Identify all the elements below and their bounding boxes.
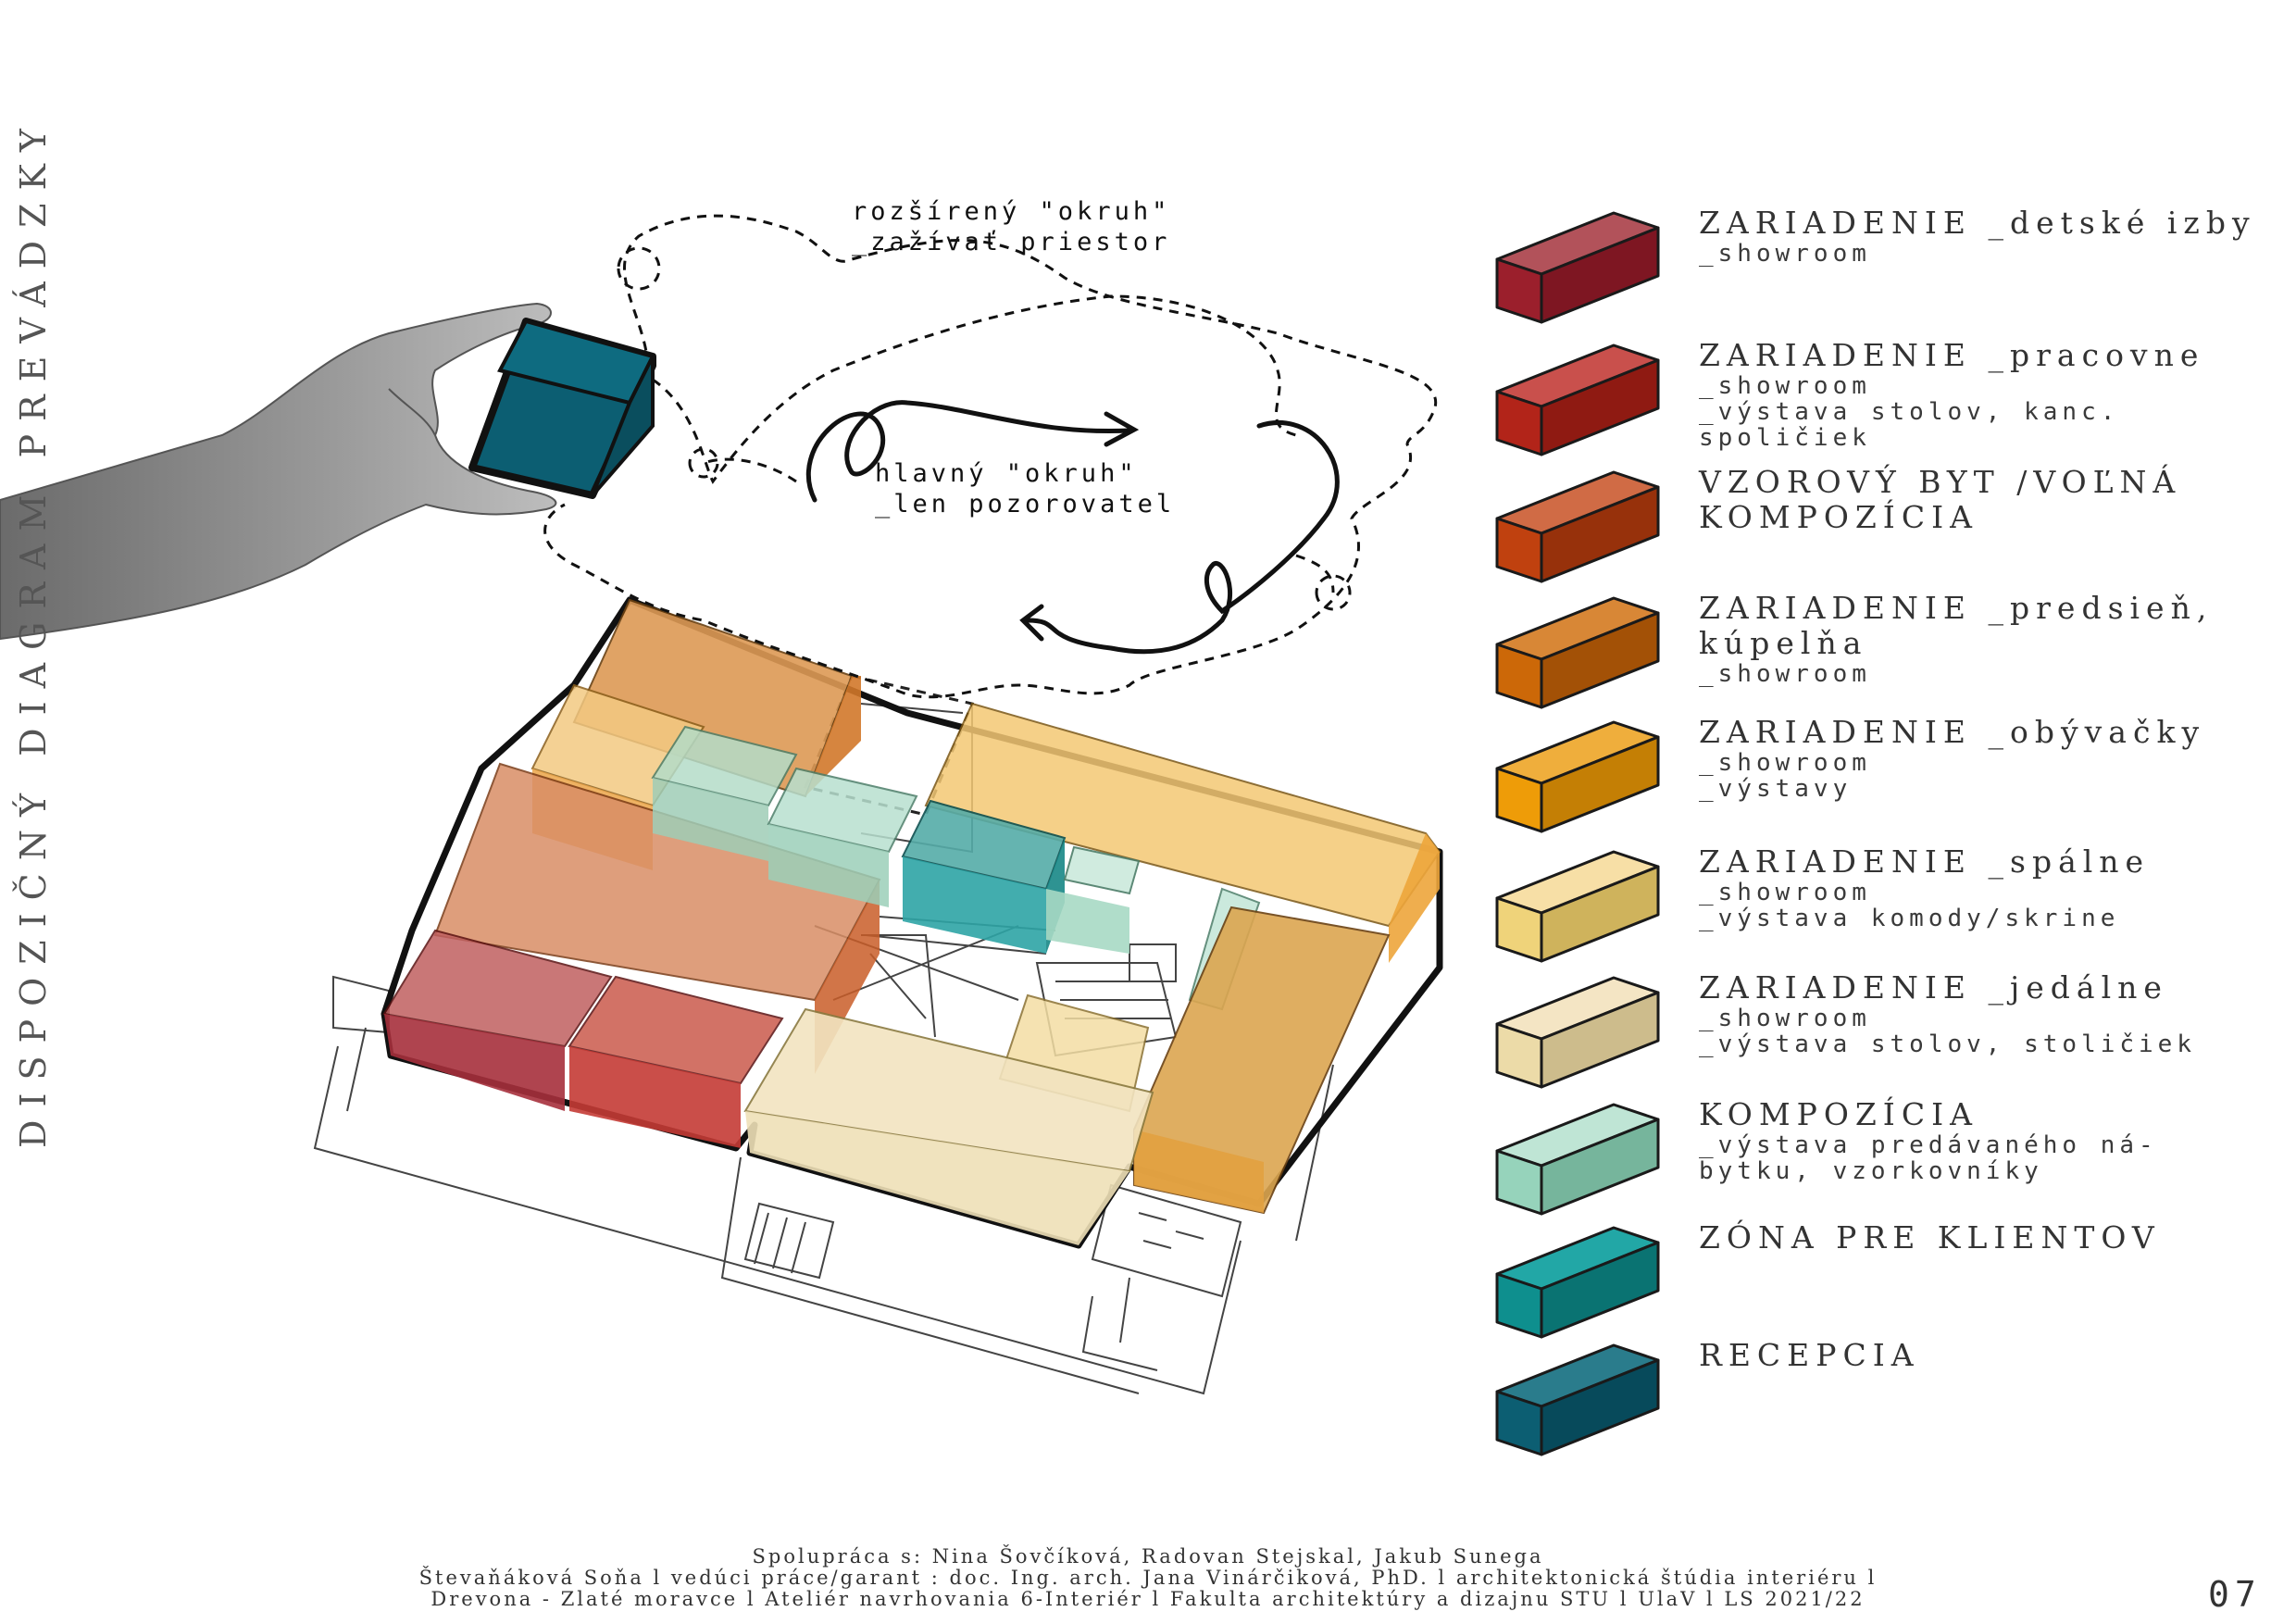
legend-text: ZARIADENIE _pracovne_showroom _výstava s…	[1699, 337, 2291, 452]
page-side-title: DISPOZIČNÝ DIAGRAM PREVÁDZKY	[13, 115, 54, 1148]
legend-subtitle: _showroom _výstava komody/skrine	[1699, 879, 2120, 932]
legend-item: RECEPCIA	[1495, 1338, 2296, 1458]
legend-title: ZARIADENIE _pracovne	[1699, 337, 2205, 373]
legend-title: KOMPOZÍCIA	[1699, 1096, 1978, 1132]
footer-line-1: Spolupráca s: Nina Šovčíková, Radovan St…	[752, 1545, 1544, 1568]
legend-title: ZARIADENIE _predsieň, kúpelňa	[1699, 590, 2214, 661]
legend-subtitle: _showroom	[1699, 660, 1871, 688]
legend-title: ZARIADENIE _obývačky	[1699, 714, 2206, 750]
legend-item: ZARIADENIE _detské izby_showroom	[1495, 206, 2296, 326]
legend-text: KOMPOZÍCIA_výstava predávaného ná- bytku…	[1699, 1096, 2291, 1185]
footer-line-3: Drevona - Zlaté moravce l Ateliér navrho…	[430, 1588, 1866, 1610]
volume-obyvacky-right	[924, 702, 1441, 963]
volume-pracovne	[568, 975, 784, 1148]
legend-item: ZÓNA PRE KLIENTOV	[1495, 1220, 2296, 1341]
legend-item: ZARIADENIE _predsieň, kúpelňa_showroom	[1495, 591, 2296, 711]
legend-swatch-block	[1495, 1343, 1660, 1456]
arrow-squiggle-left	[1019, 420, 1340, 655]
legend-swatch-block	[1495, 211, 1660, 324]
legend-subtitle: _showroom _výstava stolov, kanc. spoliči…	[1699, 372, 2120, 452]
legend-swatch-block	[1495, 344, 1660, 456]
legend-item: ZARIADENIE _pracovne_showroom _výstava s…	[1495, 338, 2296, 458]
legend-subtitle: _výstava predávaného ná- bytku, vzorkovn…	[1699, 1131, 2158, 1185]
volume-detske	[382, 929, 613, 1111]
footer-line-2: Števaňáková Soňa l vedúci práce/garant :…	[418, 1567, 1878, 1589]
arrow-squiggle-right	[805, 400, 1140, 503]
legend-text: VZOROVÝ BYT /VOĽNÁ KOMPOZÍCIA	[1699, 465, 2291, 535]
inner-circuit-label: hlavný "okruh" _len pozorovatel	[875, 459, 1176, 518]
legend-title: ZARIADENIE _detské izby	[1699, 205, 2256, 241]
legend-item: VZOROVÝ BYT /VOĽNÁ KOMPOZÍCIA	[1495, 465, 2296, 585]
legend-title: RECEPCIA	[1699, 1337, 1920, 1373]
legend-text: ZARIADENIE _spálne_showroom _výstava kom…	[1699, 843, 2291, 932]
footer: Spolupráca s: Nina Šovčíková, Radovan St…	[0, 1546, 2296, 1610]
outer-circuit-path	[543, 214, 1438, 699]
inner-circuit-path	[652, 294, 1352, 611]
legend-text: ZÓNA PRE KLIENTOV	[1699, 1220, 2291, 1255]
building-outline	[381, 596, 1443, 1249]
outer-circuit-label: rozšírený "okruh" _zažívať priestor	[852, 197, 1171, 256]
legend-title: ZARIADENIE _jedálne	[1699, 969, 2168, 1006]
legend-subtitle: _showroom	[1699, 240, 1871, 268]
legend-text: ZARIADENIE _detské izby_showroom	[1699, 205, 2291, 268]
legend-text: ZARIADENIE _predsieň, kúpelňa_showroom	[1699, 590, 2291, 688]
volume-kompozicia-2	[767, 767, 918, 907]
legend-swatch-block	[1495, 976, 1660, 1089]
legend-swatch-block	[1495, 720, 1660, 833]
legend-item: ZARIADENIE _obývačky_showroom _výstavy	[1495, 715, 2296, 835]
volume-kompozicia-3	[1046, 845, 1141, 954]
legend-text: RECEPCIA	[1699, 1338, 2291, 1373]
legend-swatch-block	[1495, 596, 1660, 709]
legend-item: ZARIADENIE _spálne_showroom _výstava kom…	[1495, 844, 2296, 965]
legend-swatch-block	[1495, 1226, 1660, 1339]
volume-kompozicia-1	[651, 725, 798, 861]
legend-text: ZARIADENIE _jedálne_showroom _výstava st…	[1699, 969, 2291, 1058]
reception-block-held	[468, 318, 656, 499]
legend-subtitle: _showroom _výstava stolov, stoličiek	[1699, 1005, 2196, 1058]
legend-swatch-block	[1495, 1103, 1660, 1216]
legend-title: ZARIADENIE _spálne	[1699, 843, 2151, 880]
legend-item: KOMPOZÍCIA_výstava predávaného ná- bytku…	[1495, 1097, 2296, 1218]
legend-swatch-block	[1495, 470, 1660, 583]
legend-swatch-block	[1495, 850, 1660, 963]
legend-title: VZOROVÝ BYT /VOĽNÁ KOMPOZÍCIA	[1699, 464, 2182, 535]
hand-illustration	[0, 302, 557, 641]
legend-item: ZARIADENIE _jedálne_showroom _výstava st…	[1495, 970, 2296, 1091]
legend-subtitle: _showroom _výstavy	[1699, 749, 1871, 803]
volume-jedalne	[743, 1007, 1154, 1245]
legend-title: ZÓNA PRE KLIENTOV	[1699, 1219, 2161, 1255]
legend-text: ZARIADENIE _obývačky_showroom _výstavy	[1699, 714, 2291, 803]
volume-predsien-right	[1133, 906, 1391, 1215]
page-number: 07	[2208, 1574, 2262, 1615]
